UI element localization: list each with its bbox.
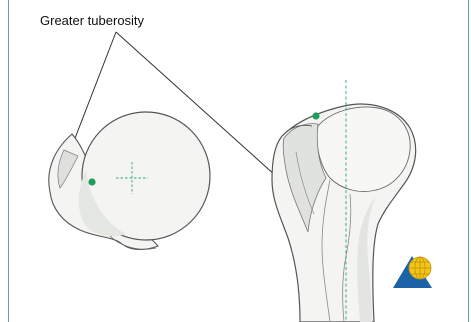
humeral-head-superior-view — [49, 112, 210, 250]
proximal-humerus-anterior-view — [272, 80, 416, 322]
greater-tuberosity-marker-left — [88, 178, 95, 185]
greater-tuberosity-label: Greater tuberosity — [40, 13, 145, 28]
greater-tuberosity-marker-right — [312, 112, 319, 119]
blue-triangle-globe-icon — [393, 256, 432, 288]
